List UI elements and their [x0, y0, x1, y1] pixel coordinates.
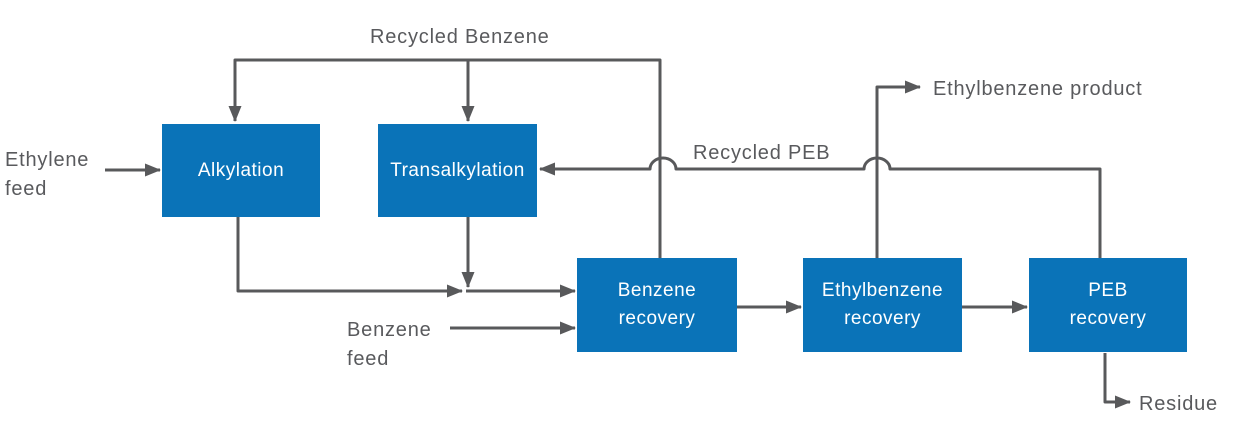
benzene-feed-label: Benzene feed [347, 319, 432, 370]
peb-recovery-box-label: PEB recovery [1069, 280, 1147, 329]
ethylbenzene-product-label: Ethylbenzene product [933, 78, 1143, 100]
recycled-benzene-label: Recycled Benzene [370, 26, 550, 48]
ethylbenzene-product-line [875, 80, 921, 258]
alkylation-box: Alkylation [162, 124, 320, 217]
recycled-peb-line [539, 156, 1102, 258]
recycled-peb-label: Recycled PEB [693, 142, 831, 164]
alkylation-outlet-line [236, 217, 463, 298]
transalkylation-box: Transalkylation [378, 124, 537, 217]
alkylation-box-label: Alkylation [197, 159, 285, 181]
transalkylation-box-label: Transalkylation [390, 159, 525, 181]
benzene-recovery-box: Benzene recovery [577, 258, 737, 352]
benzene-recovery-box-label: Benzene recovery [617, 280, 697, 329]
residue-label: Residue [1139, 393, 1218, 415]
ethylbenzene-recovery-box-label: Ethylbenzene recovery [821, 280, 944, 329]
peb-recovery-box: PEB recovery [1029, 258, 1187, 352]
ethylbenzene-recovery-box: Ethylbenzene recovery [803, 258, 962, 352]
ethylene-feed-label: Ethylene feed [5, 149, 90, 200]
residue-line [1103, 353, 1131, 409]
